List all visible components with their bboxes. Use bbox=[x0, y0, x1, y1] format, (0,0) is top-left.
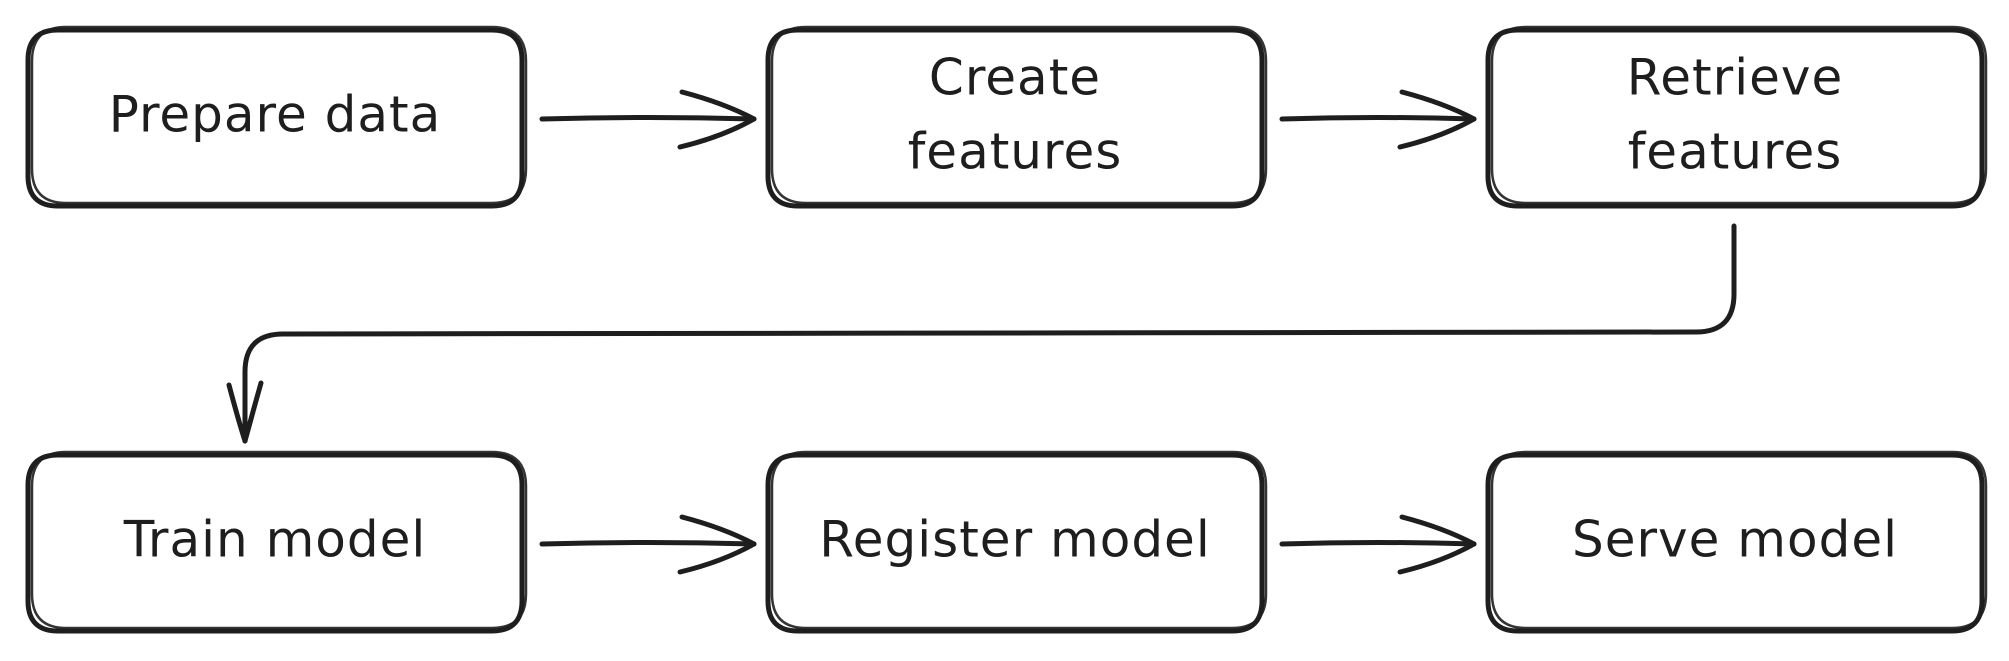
node-retrieve-features: Retrieve features bbox=[1485, 25, 1988, 209]
arrowhead bbox=[1397, 89, 1477, 150]
edges-layer bbox=[226, 89, 1737, 575]
node-label-line: Register model bbox=[819, 511, 1210, 569]
node-box-sketch-stroke bbox=[770, 450, 1268, 630]
node-label-line: Train model bbox=[123, 511, 427, 569]
edge-line bbox=[1279, 540, 1477, 547]
node-label: Retrieve features bbox=[1627, 49, 1843, 181]
edge-line bbox=[1279, 115, 1477, 122]
node-box-sketch-stroke bbox=[1490, 25, 1988, 205]
node-label-line: Retrieve bbox=[1627, 49, 1843, 107]
node-box-sketch-stroke bbox=[30, 450, 528, 630]
edge-line bbox=[242, 223, 1737, 444]
edge-retrieve-features-to-train-model bbox=[226, 223, 1737, 444]
node-box bbox=[25, 452, 525, 634]
node-label: Create features bbox=[908, 49, 1123, 181]
node-box bbox=[765, 452, 1265, 634]
node-label: Serve model bbox=[1572, 511, 1898, 569]
arrowhead bbox=[226, 380, 264, 444]
node-label: Train model bbox=[123, 511, 427, 569]
node-box bbox=[1485, 27, 1985, 209]
edge-line bbox=[539, 115, 757, 122]
node-box bbox=[765, 27, 1265, 209]
node-label: Register model bbox=[819, 511, 1210, 569]
node-label-line: Create bbox=[929, 49, 1101, 107]
node-box bbox=[25, 27, 525, 209]
nodes-layer: Prepare data Create features Retrieve featur… bbox=[25, 25, 1988, 634]
node-prepare-data: Prepare data bbox=[25, 25, 528, 209]
node-train-model: Train model bbox=[25, 450, 528, 634]
node-box bbox=[1485, 452, 1985, 634]
edge-create-features-to-retrieve-features bbox=[1279, 89, 1477, 150]
node-label-line: Serve model bbox=[1572, 511, 1898, 569]
node-serve-model: Serve model bbox=[1485, 450, 1988, 634]
edge-train-model-to-register-model bbox=[539, 514, 757, 575]
node-box-sketch-stroke bbox=[1490, 450, 1988, 630]
node-register-model: Register model bbox=[765, 450, 1268, 634]
node-create-features: Create features bbox=[765, 25, 1268, 209]
arrowhead bbox=[677, 514, 757, 575]
arrowhead bbox=[1397, 514, 1477, 575]
node-box-sketch-stroke bbox=[770, 25, 1268, 205]
edge-register-model-to-serve-model bbox=[1279, 514, 1477, 575]
arrowhead bbox=[677, 89, 757, 150]
node-label-line: Prepare data bbox=[109, 86, 442, 144]
node-label-line: features bbox=[908, 123, 1123, 181]
node-label-line: features bbox=[1628, 123, 1843, 181]
node-box-sketch-stroke bbox=[30, 25, 528, 205]
node-label: Prepare data bbox=[109, 86, 442, 144]
edge-prepare-data-to-create-features bbox=[539, 89, 757, 150]
edge-line bbox=[539, 540, 757, 547]
